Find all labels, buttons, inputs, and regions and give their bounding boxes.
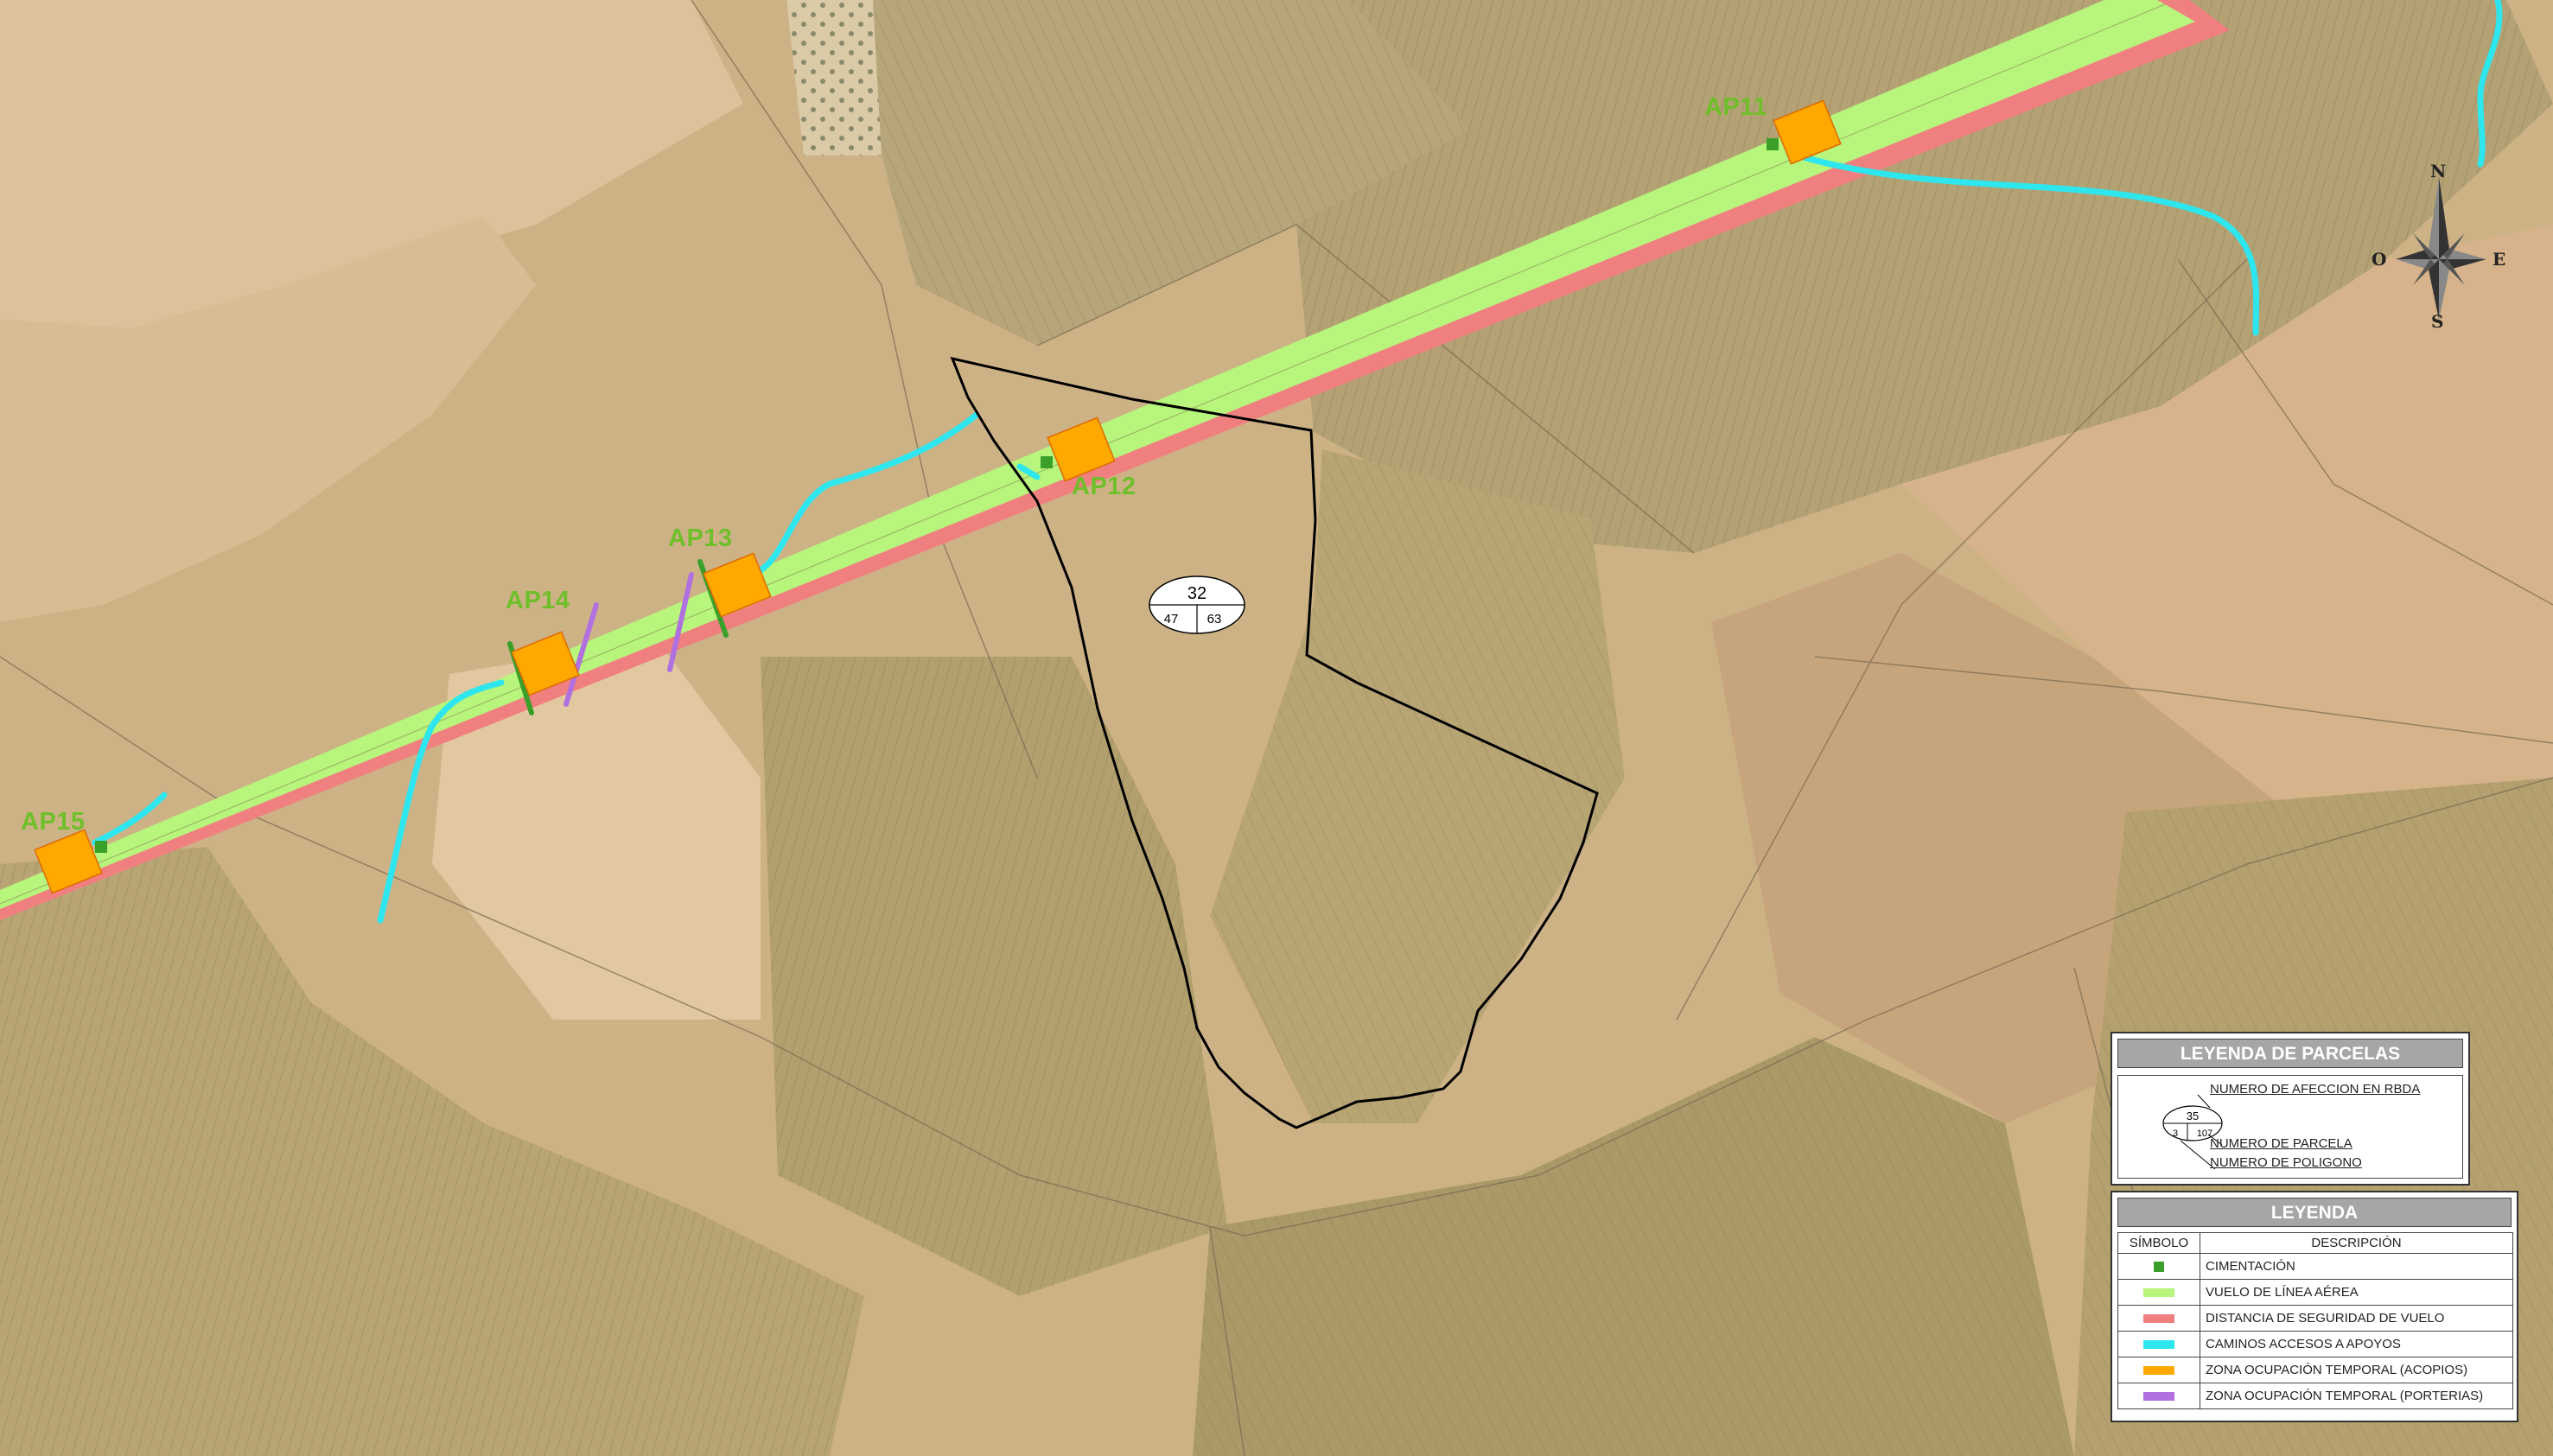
legend-item-label: CAMINOS ACCESOS A APOYOS bbox=[2200, 1331, 2513, 1357]
compass-east: E bbox=[2493, 249, 2506, 270]
parcel-legend-diagram: 35 3 107 bbox=[2162, 1094, 2223, 1170]
parcel-legend-example-affection: 35 bbox=[2187, 1109, 2199, 1122]
legend-item-label: ZONA OCUPACIÓN TEMPORAL (ACOPIOS) bbox=[2200, 1357, 2513, 1383]
support-label-ap14: AP14 bbox=[506, 587, 570, 614]
legend-row: ZONA OCUPACIÓN TEMPORAL (ACOPIOS) bbox=[2117, 1357, 2513, 1383]
parcel-legend-affection-label: NUMERO DE AFECCION EN RBDA bbox=[2210, 1082, 2421, 1097]
legend-item-label: CIMENTACIÓN bbox=[2200, 1253, 2513, 1280]
support-label-ap11: AP11 bbox=[1704, 93, 1767, 121]
access-swatch-icon bbox=[2143, 1340, 2174, 1350]
legend-row: DISTANCIA DE SEGURIDAD DE VUELO bbox=[2117, 1305, 2513, 1332]
stockpile-zones bbox=[34, 99, 1842, 894]
corridor-swatch-icon bbox=[2143, 1288, 2174, 1298]
gantry-swatch-icon bbox=[2143, 1392, 2174, 1402]
parcel-polygon-number: 47 bbox=[1164, 612, 1179, 626]
compass-north: N bbox=[2430, 161, 2447, 181]
compass-west: O bbox=[2372, 249, 2387, 270]
legend-item-label: DISTANCIA DE SEGURIDAD DE VUELO bbox=[2200, 1305, 2513, 1332]
parcel-legend-title: LEYENDA DE PARCELAS bbox=[2117, 1039, 2463, 1068]
parcel-legend-parcel-label: NUMERO DE PARCELA bbox=[2210, 1136, 2352, 1151]
parcel-number: 63 bbox=[1207, 612, 1222, 626]
legend-row: CIMENTACIÓN bbox=[2117, 1253, 2513, 1280]
stockpile-swatch-icon bbox=[2143, 1366, 2174, 1376]
affected-parcel-boundary bbox=[950, 356, 1599, 1129]
parcel-legend-body: 35 3 107 NUMERO DE AFECCION EN RBDA NUME… bbox=[2117, 1075, 2463, 1179]
legend-row: VUELO DE LÍNEA AÉREA bbox=[2117, 1279, 2513, 1306]
main-legend-title: LEYENDA bbox=[2117, 1198, 2512, 1227]
legend-col-symbol: SÍMBOLO bbox=[2117, 1232, 2200, 1254]
legend-table: SÍMBOLO DESCRIPCIÓN CIMENTACIÓN VUELO DE… bbox=[2117, 1232, 2513, 1409]
legend-col-description: DESCRIPCIÓN bbox=[2200, 1232, 2513, 1254]
parcel-affection-number: 32 bbox=[1187, 584, 1206, 603]
foundations bbox=[95, 138, 1779, 853]
support-label-ap12: AP12 bbox=[1072, 473, 1136, 500]
support-label-ap15: AP15 bbox=[21, 808, 86, 836]
support-label-ap13: AP13 bbox=[668, 525, 733, 552]
compass-south: S bbox=[2431, 311, 2444, 332]
parcel-legend-example-parcel: 107 bbox=[2197, 1129, 2212, 1139]
safety-swatch-icon bbox=[2143, 1314, 2174, 1324]
gantry-marks bbox=[563, 572, 694, 707]
access-roads bbox=[92, 0, 2503, 924]
compass-rose-icon bbox=[2396, 177, 2486, 320]
legend-row: CAMINOS ACCESOS A APOYOS bbox=[2117, 1331, 2513, 1357]
legend-item-label: ZONA OCUPACIÓN TEMPORAL (PORTERIAS) bbox=[2200, 1383, 2513, 1409]
foundation-swatch-icon bbox=[2154, 1262, 2164, 1273]
parcel-legend-example-polygon: 3 bbox=[2173, 1129, 2178, 1139]
legend-item-label: VUELO DE LÍNEA AÉREA bbox=[2200, 1279, 2513, 1306]
parcel-tag: 32 47 63 bbox=[1149, 575, 1245, 634]
main-legend: LEYENDA SÍMBOLO DESCRIPCIÓN CIMENTACIÓN … bbox=[2111, 1191, 2518, 1422]
legend-row: ZONA OCUPACIÓN TEMPORAL (PORTERIAS) bbox=[2117, 1383, 2513, 1409]
parcel-legend: LEYENDA DE PARCELAS 35 3 107 NUMERO DE A… bbox=[2111, 1032, 2470, 1186]
parcel-legend-polygon-label: NUMERO DE POLIGONO bbox=[2210, 1155, 2362, 1170]
